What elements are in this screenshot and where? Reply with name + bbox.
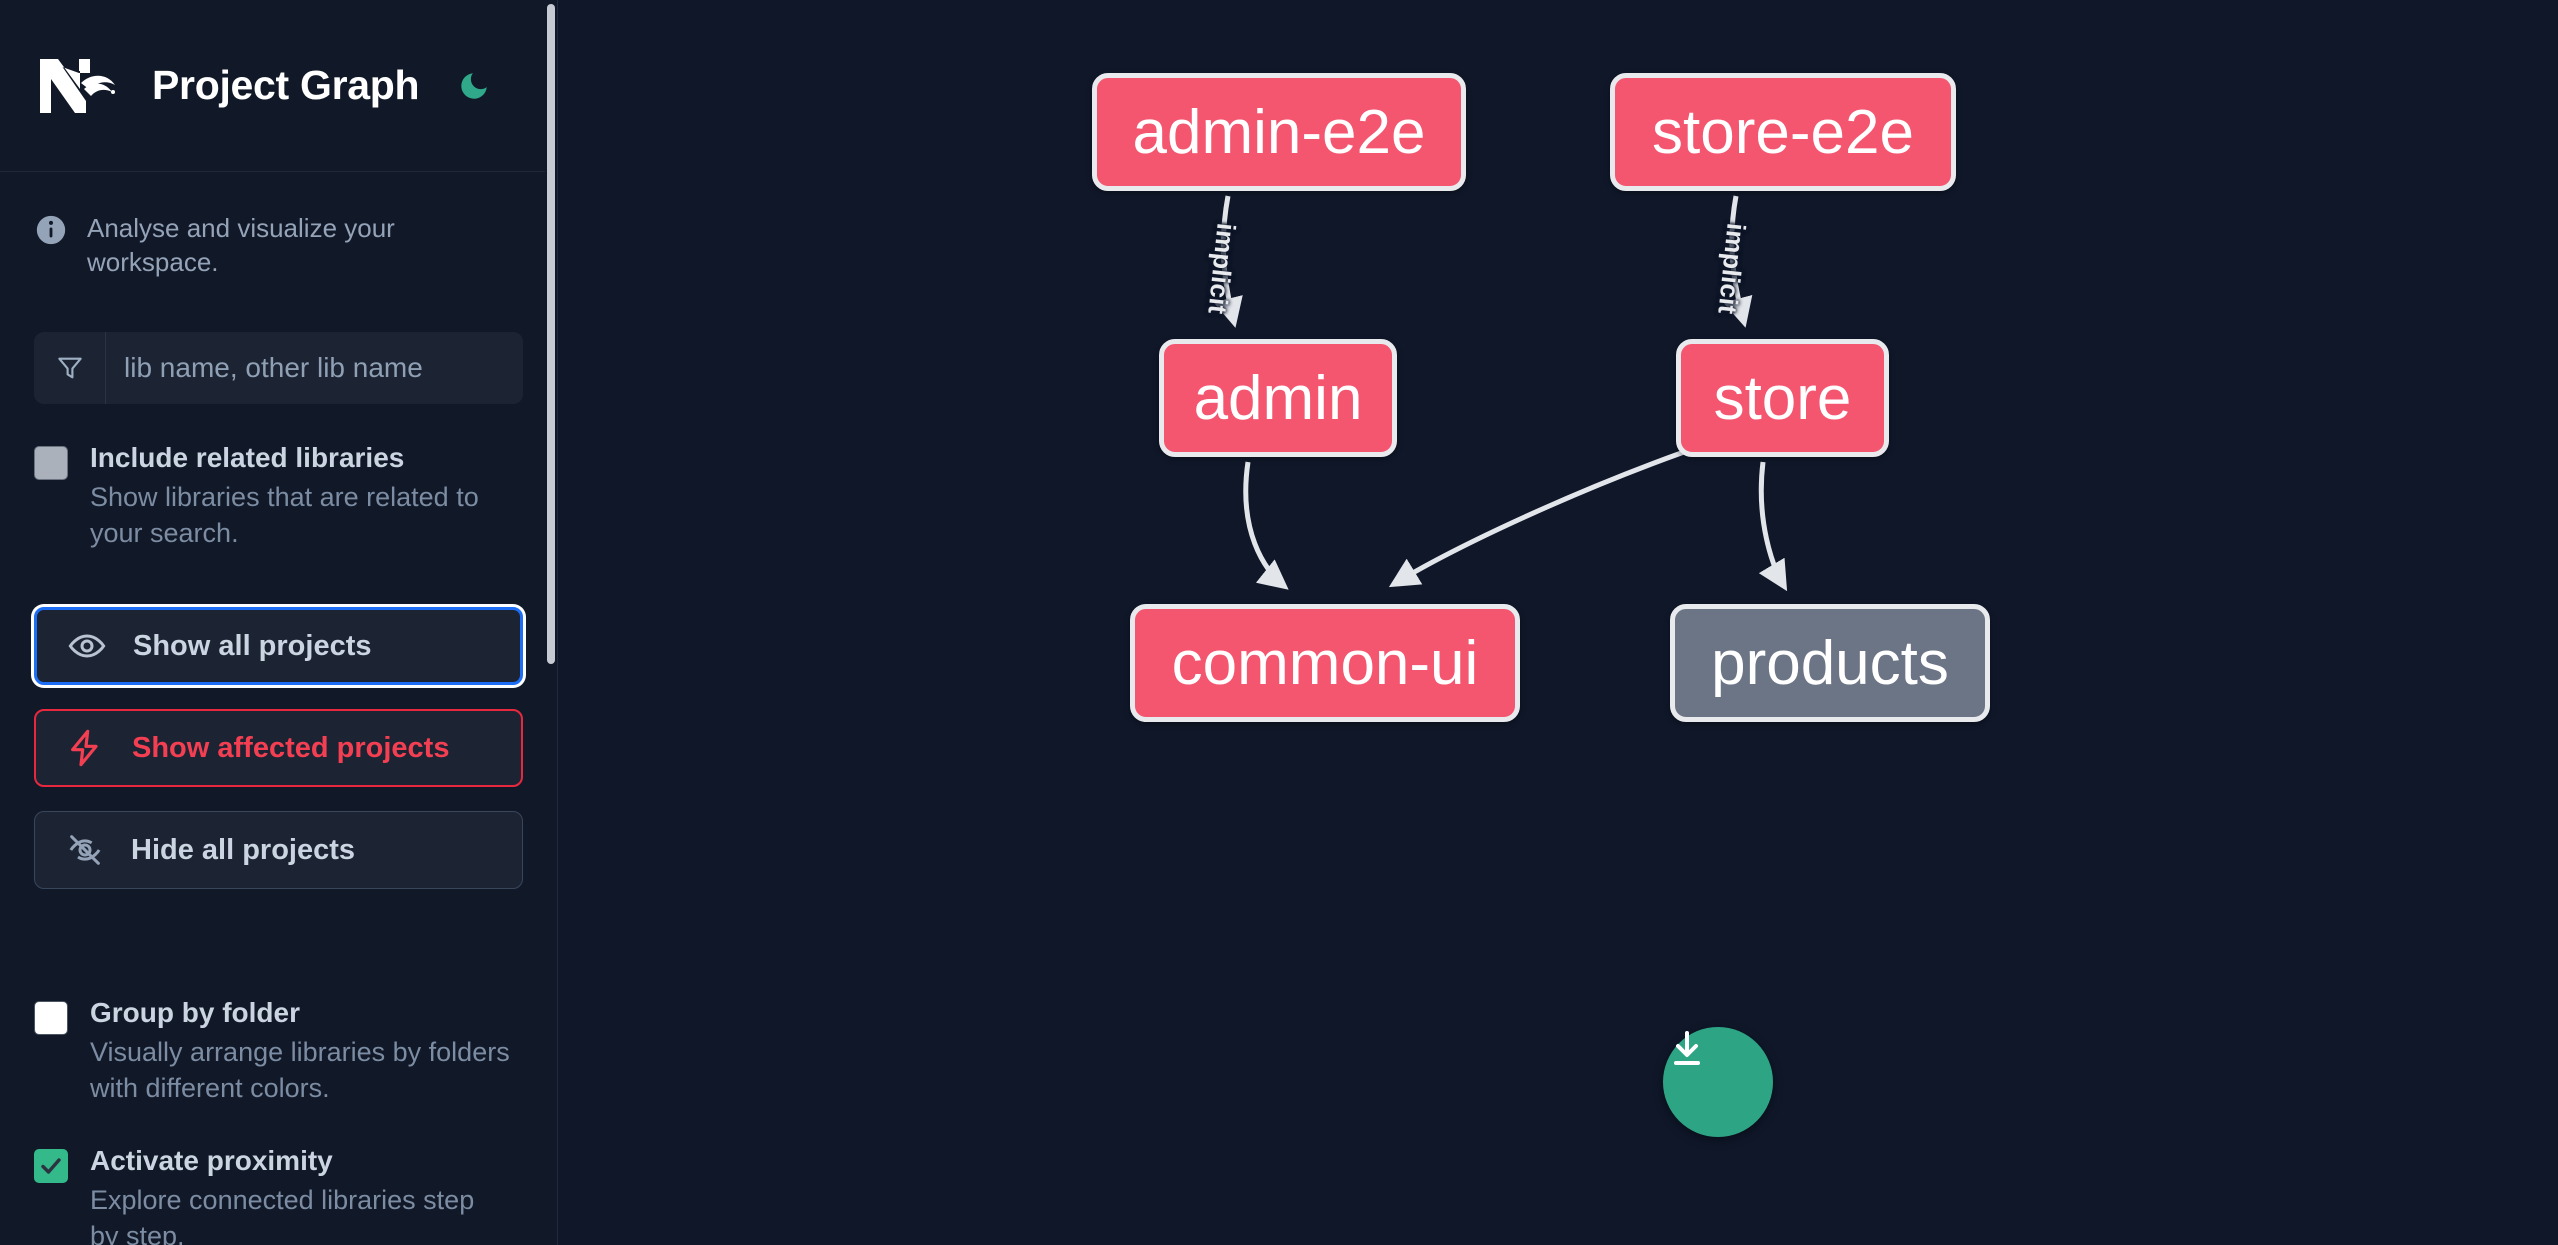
graph-node-admin[interactable]: admin xyxy=(1159,339,1397,457)
group-by-folder-label: Group by folder xyxy=(90,997,300,1029)
show-affected-projects-label: Show affected projects xyxy=(132,731,450,764)
graph-node-common-ui[interactable]: common-ui xyxy=(1130,604,1520,722)
search-input[interactable] xyxy=(106,331,523,404)
include-related-libraries-description: Show libraries that are related to your … xyxy=(90,481,479,548)
sidebar: Project Graph Analyse and visualize your… xyxy=(0,0,558,1245)
activate-proximity-description: Explore connected libraries step by step… xyxy=(90,1185,475,1245)
node-label: common-ui xyxy=(1171,628,1479,698)
checkmark-icon xyxy=(41,1158,61,1174)
node-label: store xyxy=(1713,363,1852,433)
graph-edges xyxy=(1213,195,1788,592)
activate-proximity-label: Activate proximity xyxy=(90,1145,333,1177)
node-label: store-e2e xyxy=(1652,97,1914,167)
hide-all-projects-button[interactable]: Hide all projects xyxy=(34,811,523,890)
graph-node-store-e2e[interactable]: store-e2e xyxy=(1610,73,1956,191)
download-image-button[interactable] xyxy=(1663,1027,1773,1137)
group-by-folder-row[interactable]: Group by folder Visually arrange librari… xyxy=(0,959,557,1107)
group-by-folder-description: Visually arrange libraries by folders wi… xyxy=(90,1037,510,1104)
edge-admin-e2e-admin xyxy=(1213,195,1243,328)
scrollbar-thumb[interactable] xyxy=(547,4,555,664)
show-all-projects-label: Show all projects xyxy=(133,629,372,662)
graph-node-store[interactable]: store xyxy=(1676,339,1889,457)
activate-proximity-row[interactable]: Activate proximity Explore connected lib… xyxy=(0,1107,557,1245)
blurb-text: Analyse and visualize your workspace. xyxy=(87,213,395,277)
edge-store-e2e-store xyxy=(1723,195,1753,328)
node-label: admin xyxy=(1193,363,1363,433)
search-row xyxy=(34,331,523,404)
hide-all-projects-label: Hide all projects xyxy=(131,833,356,866)
nx-logo xyxy=(34,55,122,117)
download-icon xyxy=(1674,1031,1700,1065)
edge-store-common-ui xyxy=(1388,449,1685,588)
page-title: Project Graph xyxy=(152,62,420,108)
group-by-folder-checkbox[interactable] xyxy=(34,1001,68,1036)
display-options: Group by folder Visually arrange librari… xyxy=(0,913,557,1245)
node-label: admin-e2e xyxy=(1132,97,1426,167)
graph-node-products[interactable]: products xyxy=(1670,604,1990,722)
sidebar-header: Project Graph xyxy=(0,0,557,172)
graph-node-admin-e2e[interactable]: admin-e2e xyxy=(1092,73,1466,191)
moon-icon[interactable] xyxy=(449,61,499,111)
include-related-libraries-checkbox[interactable] xyxy=(34,445,68,480)
include-related-libraries-label: Include related libraries xyxy=(90,441,405,473)
workspace-blurb: Analyse and visualize your workspace. xyxy=(0,172,557,280)
eye-off-icon xyxy=(65,830,105,870)
edge-admin-common-ui xyxy=(1243,461,1289,590)
include-related-libraries-row[interactable]: Include related libraries Show libraries… xyxy=(0,404,557,552)
node-label: products xyxy=(1711,628,1949,698)
activate-proximity-checkbox[interactable] xyxy=(34,1149,68,1184)
edge-store-products xyxy=(1758,461,1788,592)
lightning-icon xyxy=(66,728,106,768)
projects-button-list: Show all projects Show affected projects xyxy=(0,551,557,890)
show-affected-projects-button[interactable]: Show affected projects xyxy=(34,709,523,788)
graph-canvas[interactable]: admin-e2e store-e2e admin store common-u… xyxy=(558,0,2558,1245)
show-all-projects-button[interactable]: Show all projects xyxy=(34,607,523,686)
info-icon xyxy=(34,213,68,247)
sidebar-scrollbar[interactable] xyxy=(545,0,557,1245)
eye-icon xyxy=(67,626,107,666)
filter-icon xyxy=(34,331,106,404)
